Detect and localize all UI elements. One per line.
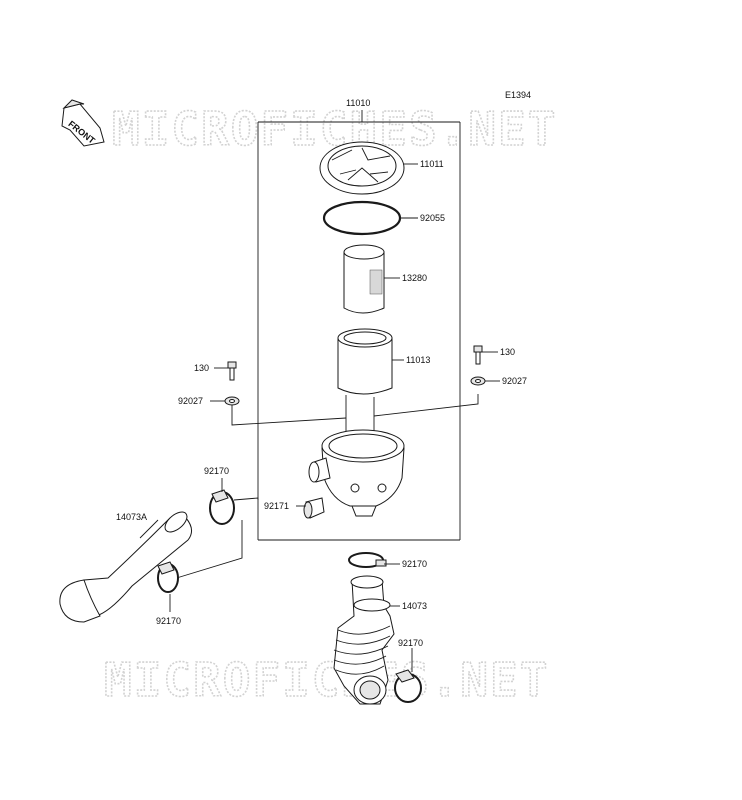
watermark-bottom: MICROFICHES.NET <box>104 653 549 707</box>
clamp-upper-left <box>169 478 259 581</box>
callout-13280: 13280 <box>402 273 427 283</box>
leader-lines-bolts <box>231 394 479 432</box>
filter-sleeve <box>343 244 400 314</box>
callout-92170-lower-left: 92170 <box>156 616 181 626</box>
air-cleaner-housing <box>308 429 405 517</box>
callout-14073: 14073 <box>402 601 427 611</box>
intake-duct-14073a <box>59 511 192 623</box>
callout-92027-left: 92027 <box>178 396 203 406</box>
bolt-right <box>473 345 498 365</box>
callout-11011: 11011 <box>420 159 444 169</box>
clamp-lower-left <box>157 561 179 612</box>
washer-right <box>470 376 500 386</box>
callout-130-right: 130 <box>500 347 515 357</box>
front-arrow-icon: FRONT <box>61 99 105 147</box>
air-cleaner-cover <box>319 141 418 195</box>
watermark-top: MICROFICHES.NET <box>112 102 557 156</box>
clip <box>296 497 325 519</box>
bolt-left <box>214 361 237 381</box>
clamp-lower-right <box>394 648 422 703</box>
intake-duct-14073 <box>333 575 400 705</box>
callout-130-left: 130 <box>194 363 209 373</box>
assembly-bracket <box>257 110 461 541</box>
callout-11013: 11013 <box>406 355 430 365</box>
washer-left <box>210 396 240 406</box>
clamp-center <box>348 552 400 568</box>
filter-element <box>337 328 404 395</box>
o-ring <box>322 200 418 236</box>
diagram-code: E1394 <box>505 90 531 100</box>
callout-92171: 92171 <box>264 501 289 511</box>
callout-14073a: 14073A <box>116 512 147 522</box>
callout-92027-right: 92027 <box>502 376 527 386</box>
callout-92055: 92055 <box>420 213 445 223</box>
callout-11010: 11010 <box>346 98 370 108</box>
callout-92170-upper-left: 92170 <box>204 466 229 476</box>
callout-92170-lower-right: 92170 <box>398 638 423 648</box>
callout-92170-center: 92170 <box>402 559 427 569</box>
